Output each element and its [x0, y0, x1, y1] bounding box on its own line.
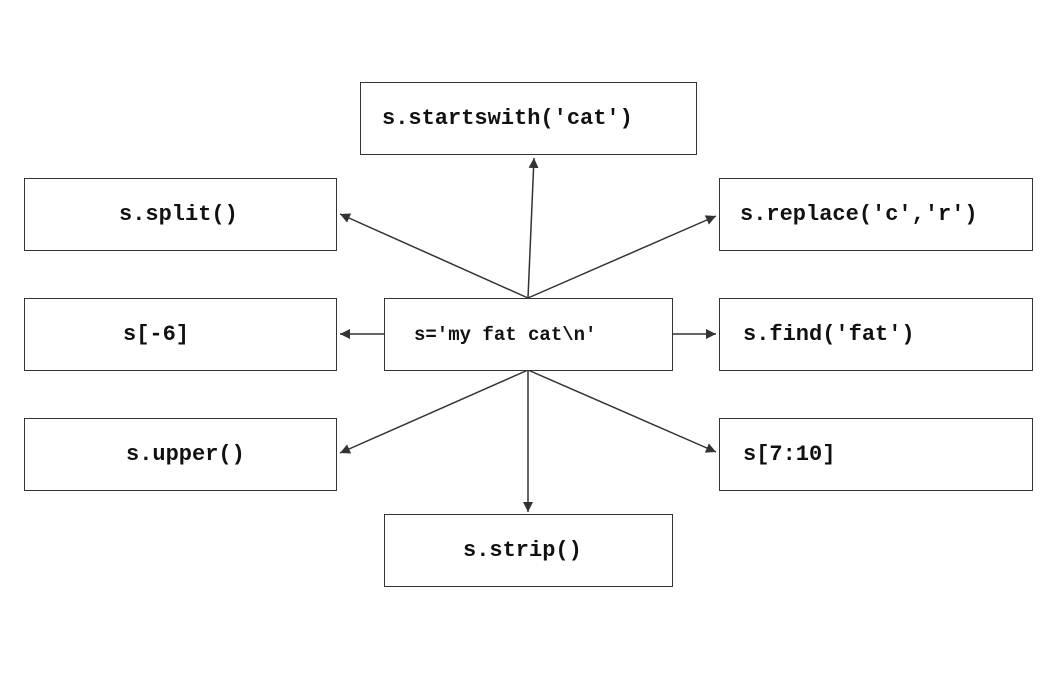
node-replace: s.replace('c','r') — [719, 178, 1033, 251]
node-split-label: s.split() — [119, 202, 238, 227]
arrow-to-replace — [527, 215, 717, 299]
node-center-string-label: s='my fat cat\n' — [414, 323, 597, 346]
node-strip-label: s.strip() — [463, 538, 582, 563]
node-upper-label: s.upper() — [126, 442, 245, 467]
node-find-label: s.find('fat') — [743, 322, 915, 347]
arrow-to-split — [339, 213, 529, 299]
node-find: s.find('fat') — [719, 298, 1033, 371]
node-split: s.split() — [24, 178, 337, 251]
node-center-string: s='my fat cat\n' — [384, 298, 673, 371]
node-slice: s[7:10] — [719, 418, 1033, 491]
node-replace-label: s.replace('c','r') — [740, 202, 978, 227]
node-startswith-label: s.startswith('cat') — [382, 106, 633, 131]
arrow-to-upper — [339, 369, 529, 454]
arrow-to-startswith — [527, 157, 539, 299]
node-slice-label: s[7:10] — [743, 442, 836, 467]
node-index-label: s[-6] — [123, 322, 190, 347]
node-strip: s.strip() — [384, 514, 673, 587]
node-index: s[-6] — [24, 298, 337, 371]
node-upper: s.upper() — [24, 418, 337, 491]
node-startswith: s.startswith('cat') — [360, 82, 697, 155]
arrow-to-slice — [527, 369, 717, 453]
